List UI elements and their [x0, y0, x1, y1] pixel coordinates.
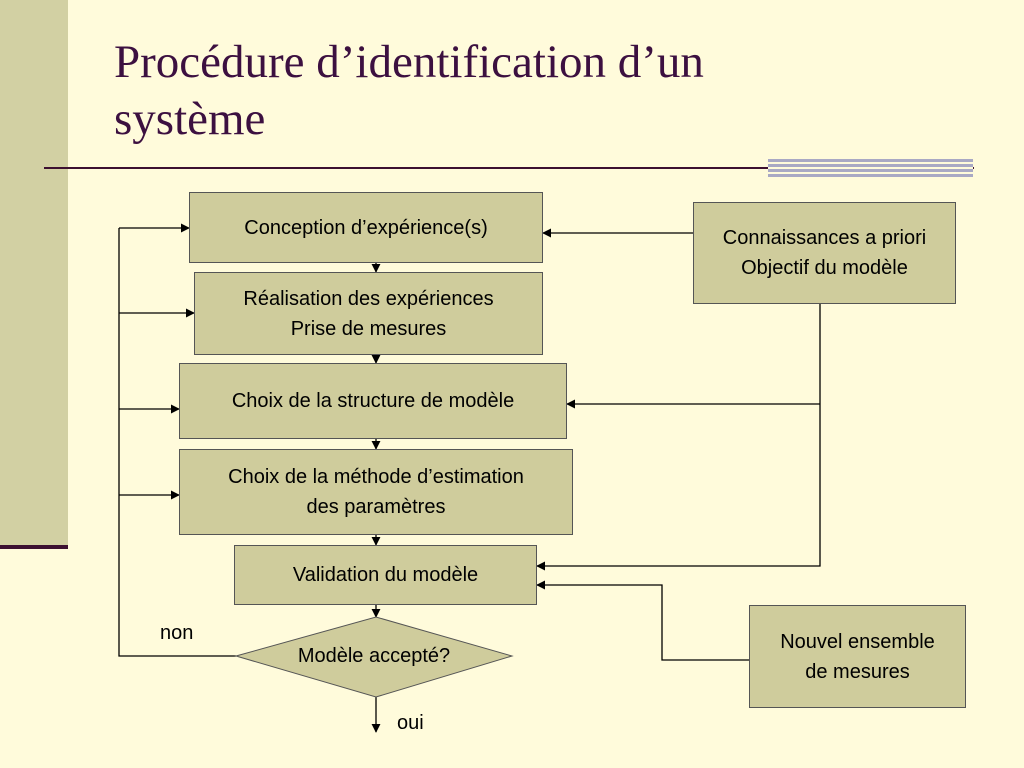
box-validation: Validation du modèle [234, 545, 537, 605]
title-rule-accent [768, 159, 973, 178]
box-conception-label: Conception d’expérience(s) [244, 216, 488, 239]
decision-diamond [234, 616, 514, 698]
slide-title: Procédure d’identification d’un système [114, 36, 704, 145]
box-connaissances-line1: Connaissances a priori [722, 227, 927, 249]
label-non: non [160, 622, 194, 644]
box-structure: Choix de la structure de modèle [179, 363, 567, 439]
box-connaissances-line2: Objectif du modèle [741, 257, 908, 279]
box-structure-label: Choix de la structure de modèle [231, 390, 515, 412]
side-decoration-band [0, 0, 68, 545]
decision-label: Modèle accepté? [297, 645, 451, 667]
connaissances-down-line [536, 304, 821, 571]
box-methode: Choix de la méthode d’estimation des par… [179, 449, 573, 535]
box-validation-label: Validation du modèle [292, 564, 479, 586]
side-decoration-bar [0, 545, 68, 549]
box-realisation: Réalisation des expériences Prise de mes… [194, 272, 543, 355]
arrow-nouvel-to-validation [536, 580, 749, 661]
box-methode-line1: Choix de la méthode d’estimation [228, 466, 524, 488]
box-realisation-line1: Réalisation des expériences [243, 287, 494, 310]
box-conception: Conception d’expérience(s) [189, 192, 543, 263]
box-connaissances: Connaissances a priori Objectif du modèl… [693, 202, 956, 304]
loop-non-line [118, 228, 236, 657]
box-nouvel-line2: de mesures [805, 660, 910, 683]
box-nouvel: Nouvel ensemble de mesures [749, 605, 966, 708]
title-underline [44, 167, 974, 169]
box-nouvel-line1: Nouvel ensemble [780, 630, 935, 653]
label-oui: oui [397, 712, 424, 734]
box-methode-line2: des paramètres [306, 496, 446, 518]
box-realisation-line2: Prise de mesures [290, 317, 447, 340]
